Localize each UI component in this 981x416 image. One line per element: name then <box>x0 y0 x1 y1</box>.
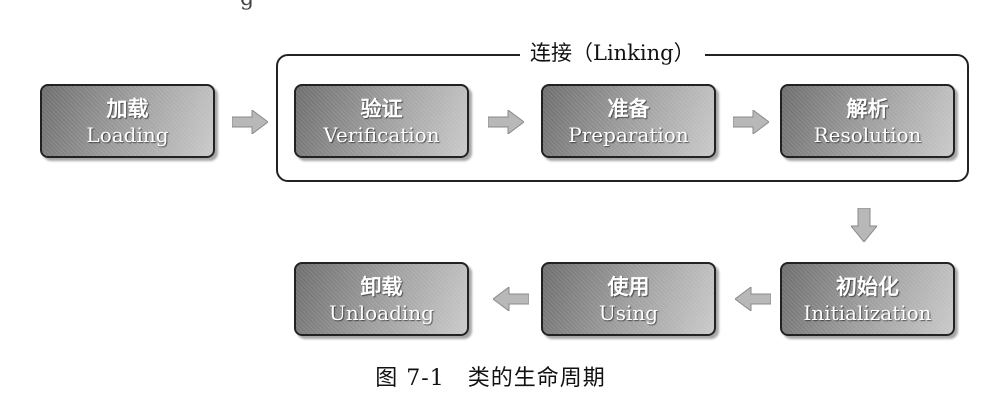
cropped-header-fragment: g <box>0 0 981 10</box>
stage-loading: 加载 Loading <box>40 84 215 158</box>
stage-loading-zh: 加载 <box>106 95 149 121</box>
stage-resolution-zh: 解析 <box>846 95 889 121</box>
stage-unloading-zh: 卸载 <box>360 273 403 299</box>
figure-caption: 图 7-1 类的生命周期 <box>375 366 606 391</box>
stage-using-zh: 使用 <box>607 273 650 299</box>
stage-preparation-zh: 准备 <box>607 95 650 121</box>
arrow-right-icon <box>232 110 268 134</box>
arrow-right-icon <box>733 110 769 134</box>
linking-group-title: 连接（Linking） <box>520 38 705 68</box>
stage-resolution-en: Resolution <box>813 122 922 147</box>
stage-unloading-en: Unloading <box>329 300 434 325</box>
stage-unloading: 卸载 Unloading <box>294 262 469 336</box>
arrow-left-icon <box>493 287 529 311</box>
stage-verification-zh: 验证 <box>360 95 403 121</box>
stage-verification: 验证 Verification <box>294 84 469 158</box>
stage-resolution: 解析 Resolution <box>780 84 955 158</box>
stage-using: 使用 Using <box>541 262 716 336</box>
stage-initialization-en: Initialization <box>803 300 932 325</box>
stage-preparation: 准备 Preparation <box>541 84 716 158</box>
arrow-down-icon <box>851 208 877 242</box>
stage-loading-en: Loading <box>86 122 169 147</box>
stage-initialization-zh: 初始化 <box>836 273 899 299</box>
arrow-right-icon <box>488 110 524 134</box>
stage-preparation-en: Preparation <box>568 122 689 147</box>
stage-initialization: 初始化 Initialization <box>780 262 955 336</box>
stage-verification-en: Verification <box>323 122 440 147</box>
arrow-left-icon <box>735 287 771 311</box>
stage-using-en: Using <box>598 300 659 325</box>
